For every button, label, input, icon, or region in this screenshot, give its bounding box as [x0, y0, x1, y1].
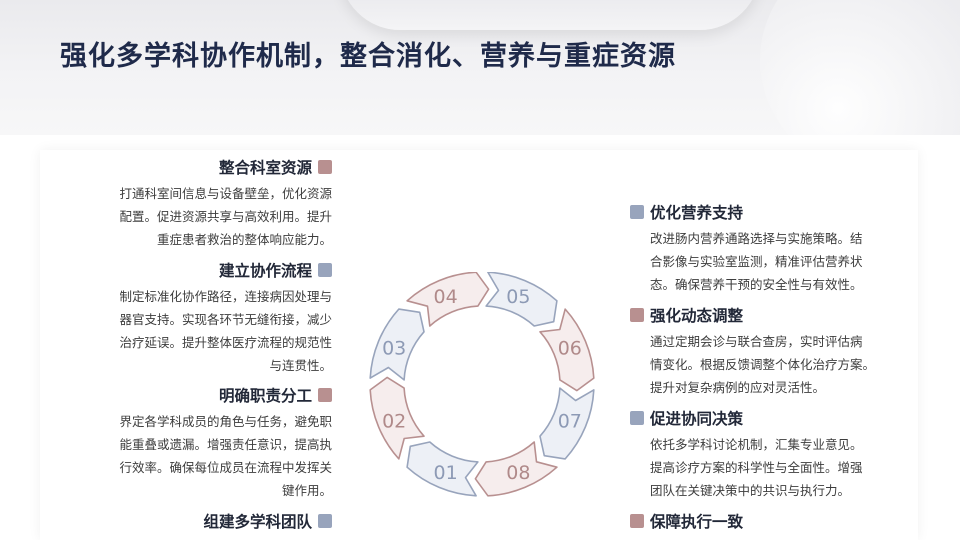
square-marker-icon — [318, 388, 332, 402]
right-item-1: 优化营养支持 改进肠内营养通路选择与实施策略。结 合影像与实验室监测，精准评估营… — [630, 201, 886, 296]
desc-line: 与连贯性。 — [32, 354, 332, 377]
square-marker-icon — [630, 205, 644, 219]
cycle-svg: 01 02 03 04 05 06 07 08 — [352, 272, 612, 532]
desc-line: 提高诊疗方案的科学性与全面性。增强 — [650, 456, 886, 479]
left-item-4: 组建多学科团队 — [32, 510, 332, 532]
square-marker-icon — [630, 411, 644, 425]
item-description: 打通科室间信息与设备壁垒，优化资源 配置。促进资源共享与高效利用。提升 重症患者… — [32, 182, 332, 251]
item-title: 建立协作流程 — [219, 259, 312, 281]
left-item-3: 明确职责分工 界定各学科成员的角色与任务，避免职 能重叠或遗漏。增强责任意识，提… — [32, 384, 332, 502]
desc-line: 治疗延误。提升整体医疗流程的规范性 — [32, 331, 332, 354]
square-marker-icon — [630, 514, 644, 528]
item-description: 通过定期会诊与联合查房，实时评估病 情变化。根据反馈调整个体化治疗方案。 提升对… — [630, 330, 910, 399]
page-title: 强化多学科协作机制，整合消化、营养与重症资源 — [60, 34, 676, 73]
desc-line: 团队在关键决策中的共识与执行力。 — [650, 479, 886, 502]
item-title: 强化动态调整 — [650, 304, 743, 326]
desc-line: 界定各学科成员的角色与任务，避免职 — [32, 410, 332, 433]
cycle-label-06: 06 — [558, 338, 582, 360]
item-description: 制定标准化协作路径，连接病因处理与 器官支持。实现各环节无缝衔接，减少 治疗延误… — [32, 285, 332, 377]
desc-line: 打通科室间信息与设备壁垒，优化资源 — [32, 182, 332, 205]
cycle-label-01: 01 — [434, 462, 458, 484]
desc-line: 能重叠或遗漏。增强责任意识，提高执 — [32, 433, 332, 456]
cycle-label-08: 08 — [506, 462, 530, 484]
cycle-label-07: 07 — [558, 410, 582, 432]
cycle-diagram: 01 02 03 04 05 06 07 08 — [352, 272, 612, 532]
desc-line: 改进肠内营养通路选择与实施策略。结 — [650, 227, 886, 250]
item-title: 优化营养支持 — [650, 201, 743, 223]
desc-line: 依托多学科讨论机制，汇集专业意见。 — [650, 433, 886, 456]
cycle-label-05: 05 — [506, 286, 530, 308]
item-description: 界定各学科成员的角色与任务，避免职 能重叠或遗漏。增强责任意识，提高执 行效率。… — [32, 410, 332, 502]
decorative-shape — [760, 0, 960, 135]
right-item-2: 强化动态调整 通过定期会诊与联合查房，实时评估病 情变化。根据反馈调整个体化治疗… — [630, 304, 886, 399]
square-marker-icon — [318, 514, 332, 528]
item-title: 促进协同决策 — [650, 407, 743, 429]
desc-line: 行效率。确保每位成员在流程中发挥关 — [32, 456, 332, 479]
item-description: 改进肠内营养通路选择与实施策略。结 合影像与实验室监测，精准评估营养状 态。确保… — [630, 227, 886, 296]
desc-line: 器官支持。实现各环节无缝衔接，减少 — [32, 308, 332, 331]
desc-line: 配置。促进资源共享与高效利用。提升 — [32, 205, 332, 228]
desc-line: 态。确保营养干预的安全性与有效性。 — [650, 273, 886, 296]
square-marker-icon — [318, 263, 332, 277]
desc-line: 合影像与实验室监测，精准评估营养状 — [650, 250, 886, 273]
square-marker-icon — [630, 308, 644, 322]
square-marker-icon — [318, 160, 332, 174]
left-item-2: 建立协作流程 制定标准化协作路径，连接病因处理与 器官支持。实现各环节无缝衔接，… — [32, 259, 332, 377]
left-item-1: 整合科室资源 打通科室间信息与设备壁垒，优化资源 配置。促进资源共享与高效利用。… — [32, 156, 332, 251]
cycle-label-03: 03 — [382, 338, 406, 360]
item-title: 明确职责分工 — [219, 384, 312, 406]
item-title: 整合科室资源 — [219, 156, 312, 178]
desc-line: 提升对复杂病例的应对灵活性。 — [650, 376, 910, 399]
right-item-3: 促进协同决策 依托多学科讨论机制，汇集专业意见。 提高诊疗方案的科学性与全面性。… — [630, 407, 886, 502]
item-description: 依托多学科讨论机制，汇集专业意见。 提高诊疗方案的科学性与全面性。增强 团队在关… — [630, 433, 886, 502]
right-item-4: 保障执行一致 — [630, 510, 886, 532]
desc-line: 制定标准化协作路径，连接病因处理与 — [32, 285, 332, 308]
cycle-label-04: 04 — [434, 286, 458, 308]
desc-line: 通过定期会诊与联合查房，实时评估病 — [650, 330, 910, 353]
desc-line: 情变化。根据反馈调整个体化治疗方案。 — [650, 353, 910, 376]
cycle-label-02: 02 — [382, 410, 406, 432]
desc-line: 重症患者救治的整体响应能力。 — [32, 228, 332, 251]
desc-line: 键作用。 — [32, 479, 332, 502]
item-title: 组建多学科团队 — [203, 510, 312, 532]
decorative-shape — [340, 0, 760, 30]
item-title: 保障执行一致 — [650, 510, 743, 532]
